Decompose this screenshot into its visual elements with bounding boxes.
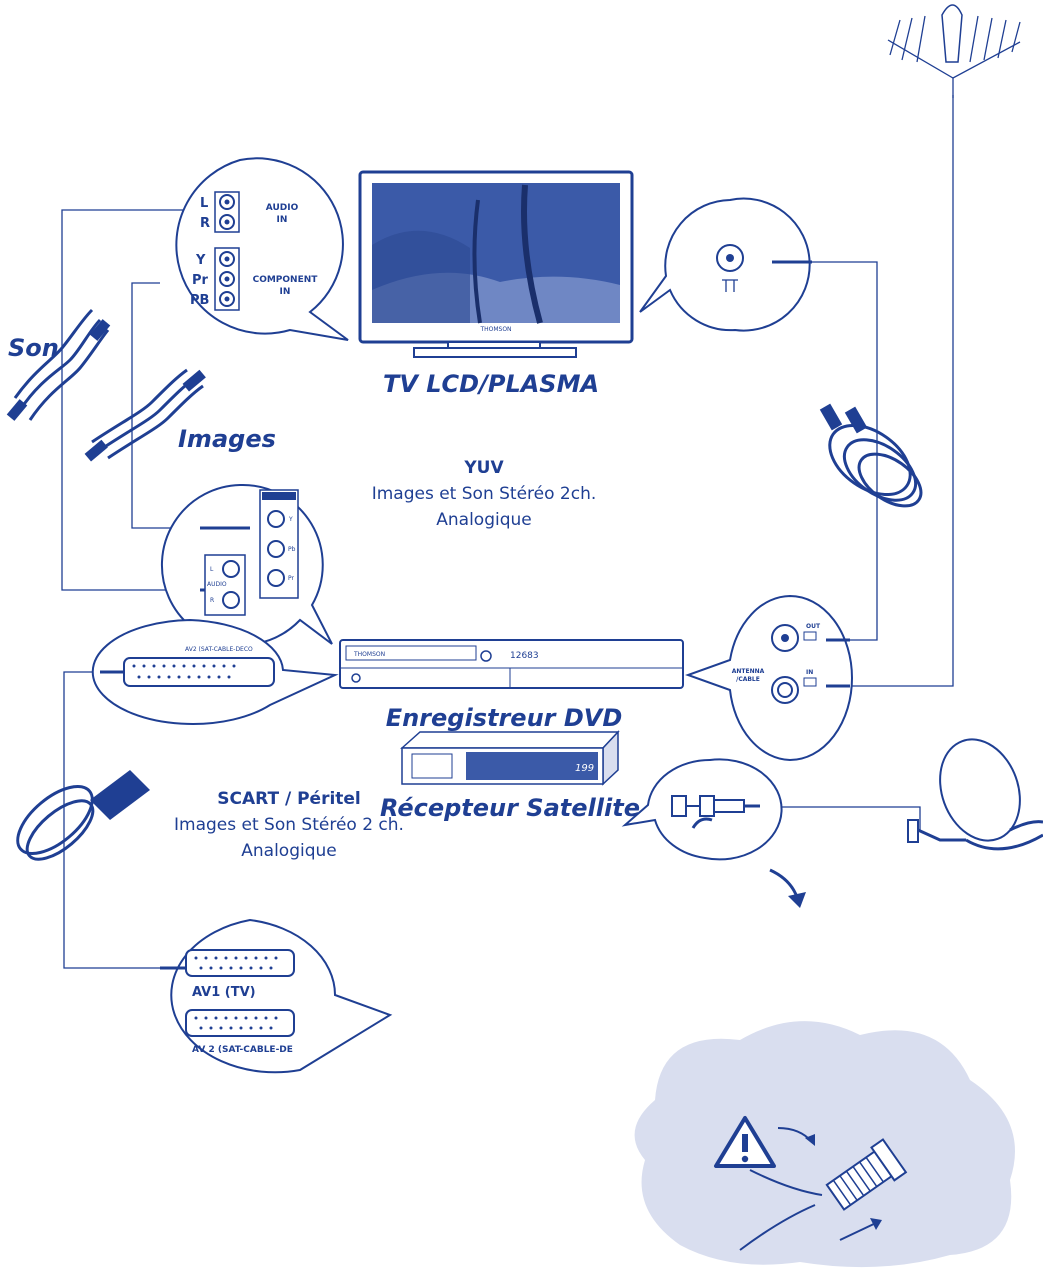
dvd-recorder-device: THOMSON 12683 Enregistreur DVD <box>339 639 684 732</box>
svg-text:Images et Son Stéréo 2 ch.: Images et Son Stéréo 2 ch. <box>174 815 404 835</box>
svg-text:OUT: OUT <box>806 623 821 630</box>
svg-text:Y: Y <box>195 253 206 268</box>
tv-title: TV LCD/PLASMA <box>383 370 599 398</box>
connection-lines <box>61 95 954 969</box>
svg-text:AV2 (SAT-CABLE-DECO: AV2 (SAT-CABLE-DECO <box>185 646 253 653</box>
dvd-title: Enregistreur DVD <box>386 704 623 732</box>
satellite-scart-callout: AV1 (TV) AV 2 (SAT-CABLE-DE <box>160 918 393 1074</box>
yuv-caption: YUV Images et Son Stéréo 2ch. Analogique <box>372 458 597 530</box>
svg-text:Pb: Pb <box>288 546 296 553</box>
svg-text:ANTENNA: ANTENNA <box>732 668 765 675</box>
svg-text:12683: 12683 <box>510 651 539 661</box>
svg-text:COMPONENT: COMPONENT <box>253 275 319 285</box>
svg-text:199: 199 <box>575 763 594 774</box>
coax-cable-icon <box>819 403 923 508</box>
svg-text:Pr: Pr <box>288 575 295 582</box>
svg-text:Y: Y <box>288 516 293 523</box>
svg-text:AV1 (TV): AV1 (TV) <box>192 985 256 1000</box>
svg-text:Analogique: Analogique <box>241 841 336 861</box>
audio-line <box>61 209 200 591</box>
antenna-icon <box>887 4 1021 98</box>
dvd-back-callout: Y Pb Pr L AUDIO R <box>160 483 333 646</box>
tv-device: THOMSON TV LCD/PLASMA <box>358 170 634 398</box>
svg-text:IN: IN <box>806 669 813 676</box>
svg-text:/CABLE: /CABLE <box>736 676 760 683</box>
rca-cable-icon <box>6 308 111 421</box>
svg-text:SCART / Péritel: SCART / Péritel <box>217 789 361 809</box>
svg-text:Images et Son Stéréo 2ch.: Images et Son Stéréo 2ch. <box>372 484 597 504</box>
svg-text:PB: PB <box>190 293 209 308</box>
tv-antenna-callout <box>639 197 812 332</box>
tv-antenna-line <box>770 261 878 641</box>
satellite-coax-callout <box>621 758 783 861</box>
scart-cable-icon <box>16 770 150 861</box>
son-label: Son <box>8 334 59 362</box>
satellite-title: Récepteur Satellite <box>380 794 640 822</box>
svg-text:YUV: YUV <box>463 458 504 478</box>
rca-cable-video-icon <box>84 368 206 462</box>
satellite-receiver-device: 199 Récepteur Satellite <box>380 730 640 822</box>
dish-line <box>760 806 921 830</box>
warning-cloud <box>634 1021 1015 1268</box>
svg-text:R: R <box>210 597 214 604</box>
svg-text:AUDIO: AUDIO <box>207 581 227 588</box>
svg-text:THOMSON: THOMSON <box>353 651 385 658</box>
svg-text:Analogique: Analogique <box>436 510 531 530</box>
svg-text:IN: IN <box>280 287 291 297</box>
scart-caption: SCART / Péritel Images et Son Stéréo 2 c… <box>174 789 404 861</box>
svg-text:AV 2 (SAT-CABLE-DE: AV 2 (SAT-CABLE-DE <box>192 1045 293 1055</box>
dvd-antenna-callout: OUT IN ANTENNA /CABLE <box>685 594 853 762</box>
tv-brand: THOMSON <box>479 326 511 333</box>
svg-text:L: L <box>210 566 214 573</box>
warning-icon <box>714 1116 776 1168</box>
svg-text:AUDIO: AUDIO <box>266 203 299 213</box>
svg-text:Pr: Pr <box>192 273 209 288</box>
dvd-scart-callout: AV2 (SAT-CABLE-DECO <box>91 618 339 725</box>
images-label: Images <box>178 425 276 453</box>
svg-text:L: L <box>200 196 208 211</box>
svg-text:IN: IN <box>277 215 288 225</box>
roof-antenna-line <box>850 95 954 687</box>
scart-line <box>63 671 160 969</box>
satellite-dish-icon <box>907 738 1043 851</box>
tv-inputs-callout: L R AUDIO IN Y Pr PB COMPONENT IN <box>175 157 349 341</box>
svg-text:R: R <box>200 216 210 231</box>
